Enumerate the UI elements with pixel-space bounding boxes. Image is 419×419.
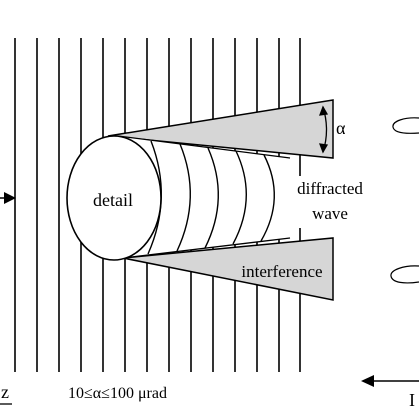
diffracted-lower-boundary [122, 237, 291, 259]
incident-beam-arrow [0, 192, 16, 204]
alpha-angle-marker [319, 105, 329, 154]
wave-label: wave [312, 204, 348, 223]
diffracted-label-backdrop [295, 176, 365, 228]
diffracted-label: diffracted [297, 179, 363, 198]
right-edge-label-fragment: I [409, 390, 415, 410]
z-axis-label: z [1, 382, 9, 402]
diffracted-wavefront-arc [260, 154, 275, 242]
upper-interference-cone [107, 99, 334, 159]
diffracted-wavefront-arc [204, 147, 219, 249]
diffracted-wavefront-arc [232, 150, 247, 245]
diffracted-upper-boundary [117, 135, 291, 159]
interference-label: interference [241, 262, 322, 281]
intensity-arrow [361, 375, 419, 387]
angle-range-label: 10≤α≤100 μrad [68, 385, 167, 402]
detail-label: detail [93, 190, 133, 210]
lower-interference-cone [122, 237, 334, 301]
alpha-label: α [336, 118, 346, 138]
lower-intensity-blob [390, 265, 419, 284]
upper-intensity-blob [392, 117, 419, 134]
diffracted-wavefront-arc [176, 143, 191, 252]
diffracted-wavefronts [147, 140, 275, 255]
diffracted-wave-region [118, 136, 299, 258]
detail-object [66, 135, 162, 261]
